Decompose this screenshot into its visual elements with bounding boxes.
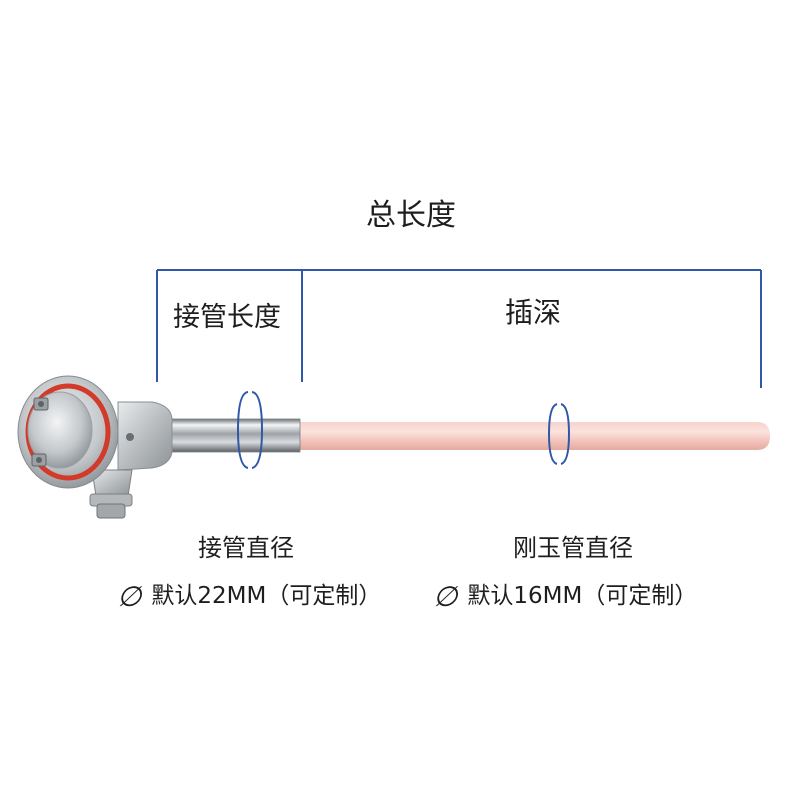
corundum-tube — [288, 422, 770, 450]
pipe-diameter-title: 接管直径 — [198, 534, 294, 562]
corundum-diameter-value: 默认16MM（可定制） — [467, 583, 698, 609]
diameter-symbol-icon: ∅ — [117, 580, 142, 613]
corundum-diameter-spec: ∅ 默认16MM（可定制） — [433, 576, 697, 613]
pipe-diameter-ring — [236, 391, 264, 469]
corundum-diameter-ring — [547, 403, 571, 465]
connecting-pipe — [149, 418, 301, 453]
pipe-length-label: 接管长度 — [173, 302, 281, 333]
total-length-label: 总长度 — [366, 198, 456, 233]
diameter-symbol-icon: ∅ — [433, 580, 458, 613]
pipe-diameter-spec: ∅ 默认22MM（可定制） — [117, 576, 381, 613]
junction-box-head — [17, 375, 173, 519]
insertion-depth-label: 插深 — [505, 296, 562, 329]
pipe-diameter-value: 默认22MM（可定制） — [151, 583, 382, 609]
corundum-diameter-title: 刚玉管直径 — [513, 534, 633, 562]
total-length-bracket — [156, 269, 762, 388]
